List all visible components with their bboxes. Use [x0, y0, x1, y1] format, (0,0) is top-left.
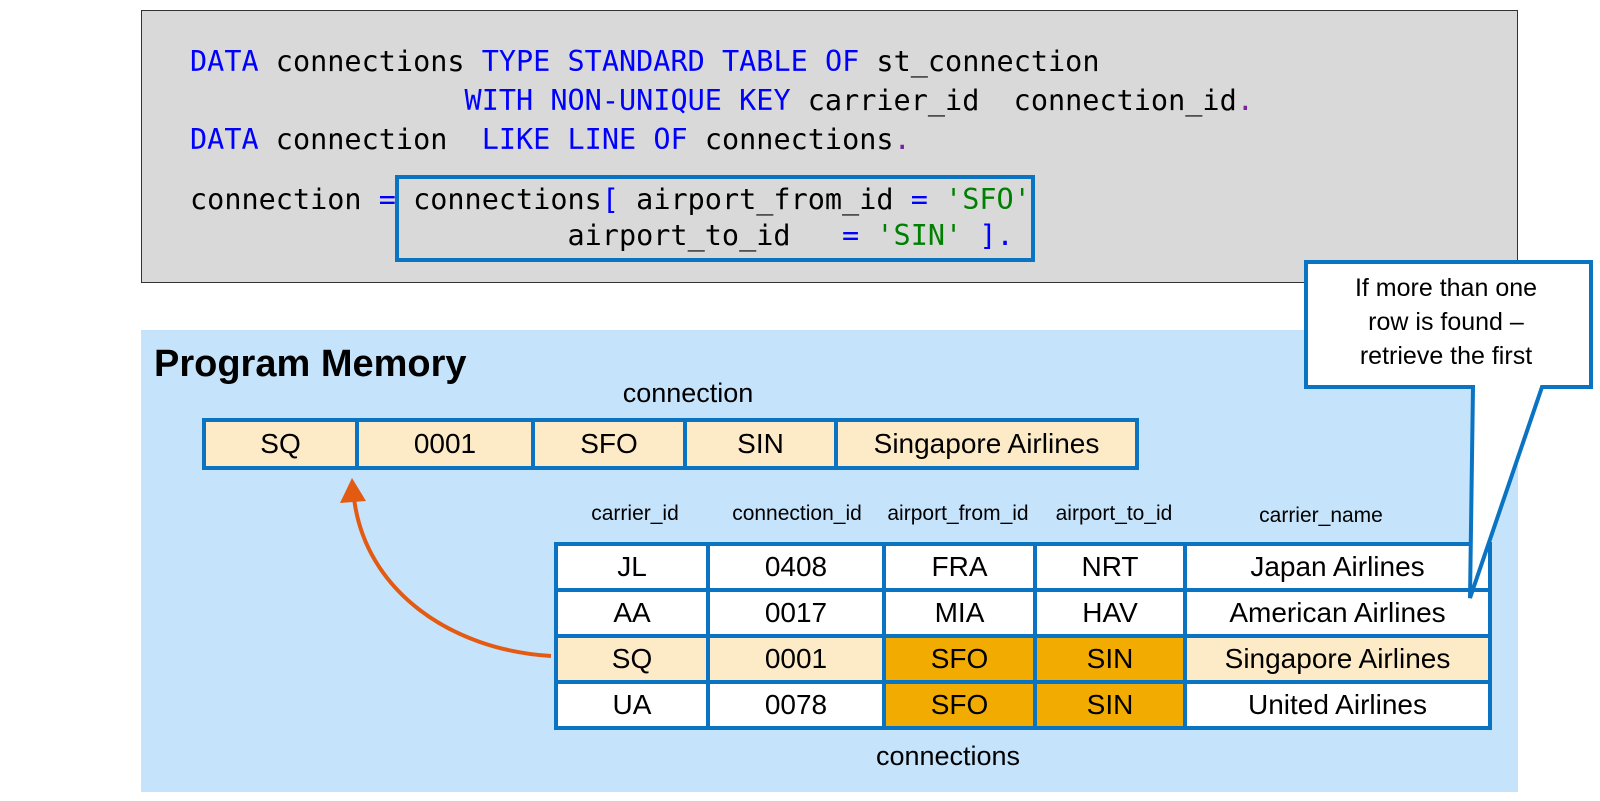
code-token: connection — [190, 183, 379, 216]
code-token: ]. — [979, 219, 1014, 252]
table-cell: SQ — [554, 634, 710, 684]
table-cell: HAV — [1033, 588, 1187, 638]
connection-field: SIN — [683, 418, 838, 470]
code-token: st_connection — [859, 45, 1100, 78]
column-header: connection_id — [732, 502, 862, 525]
code-token: connections — [687, 123, 894, 156]
code-token: OF — [824, 45, 860, 78]
table-cell: 0017 — [706, 588, 886, 638]
code-token: = — [378, 183, 396, 216]
table-cell: American Airlines — [1183, 588, 1492, 638]
connection-field: Singapore Airlines — [834, 418, 1139, 470]
table-cell: Singapore Airlines — [1183, 634, 1492, 684]
code-token: LIKE — [481, 123, 551, 156]
code-line-3: DATA connection LIKE LINE OF connections… — [190, 123, 911, 157]
code-token: . — [1236, 84, 1254, 117]
connection-field: SQ — [202, 418, 359, 470]
code-token: KEY — [739, 84, 791, 117]
table-cell: 0078 — [706, 680, 886, 730]
table-cell: United Airlines — [1183, 680, 1492, 730]
callout-text: If more than one row is found – retrieve… — [1306, 271, 1586, 373]
connection-caption: connection — [622, 378, 754, 408]
code-token: . — [893, 123, 911, 156]
code-token: STANDARD — [567, 45, 705, 78]
code-token: TYPE — [481, 45, 551, 78]
column-header: carrier_name — [1259, 504, 1383, 527]
code-line-5: airport_to_id = 'SIN' ]. — [190, 219, 1014, 253]
code-token: DATA — [190, 123, 259, 156]
code-token: 'SIN' — [876, 219, 963, 252]
code-token: airport_to_id — [190, 219, 843, 252]
code-token: carrier_id connection_id — [790, 84, 1237, 117]
code-token: airport_from_id — [619, 183, 911, 216]
table-cell: SIN — [1033, 634, 1187, 684]
code-token: = — [842, 219, 860, 252]
table-cell: SFO — [882, 680, 1037, 730]
retrieve-arrow — [352, 497, 552, 658]
table-cell: FRA — [882, 542, 1037, 592]
code-token: TABLE — [721, 45, 808, 78]
code-token: connections — [258, 45, 482, 78]
code-token: connection — [258, 123, 482, 156]
table-cell: AA — [554, 588, 710, 638]
column-header: airport_to_id — [1055, 502, 1173, 525]
connection-field: 0001 — [355, 418, 535, 470]
table-cell: UA — [554, 680, 710, 730]
code-token: 'SFO' — [945, 183, 1031, 216]
table-expression-highlight-box — [395, 175, 1035, 262]
program-memory-title: Program Memory — [154, 343, 467, 385]
code-line-2: WITH NON-UNIQUE KEY carrier_id connectio… — [190, 84, 1254, 118]
code-token: connections — [395, 183, 602, 216]
code-token: WITH — [464, 84, 534, 117]
table-cell: Japan Airlines — [1183, 542, 1492, 592]
code-token: DATA — [190, 45, 259, 78]
column-header: airport_from_id — [887, 502, 1029, 525]
code-line-1: DATA connections TYPE STANDARD TABLE OF … — [190, 45, 1099, 79]
table-cell: NRT — [1033, 542, 1187, 592]
retrieve-arrow-head — [340, 478, 366, 503]
table-cell: SIN — [1033, 680, 1187, 730]
column-header: carrier_id — [591, 502, 679, 525]
connections-caption: connections — [875, 741, 1021, 771]
table-cell: 0408 — [706, 542, 886, 592]
callout-bubble — [1304, 260, 1593, 599]
code-line-4: connection = connections[ airport_from_i… — [190, 183, 1031, 217]
code-token: = — [910, 183, 928, 216]
table-cell: MIA — [882, 588, 1037, 638]
code-token: [ — [601, 183, 619, 216]
code-token: OF — [653, 123, 688, 156]
code-token: NON-UNIQUE — [550, 84, 722, 117]
callout-line: retrieve the first — [1359, 342, 1533, 370]
table-cell: 0001 — [706, 634, 886, 684]
table-cell: JL — [554, 542, 710, 592]
callout-line: row is found – — [1368, 308, 1524, 336]
connection-field: SFO — [531, 418, 687, 470]
table-cell: SFO — [882, 634, 1037, 684]
code-panel: DATA connections TYPE STANDARD TABLE OF … — [141, 10, 1518, 283]
code-token: LINE — [567, 123, 637, 156]
callout-line: If more than one — [1354, 274, 1538, 302]
